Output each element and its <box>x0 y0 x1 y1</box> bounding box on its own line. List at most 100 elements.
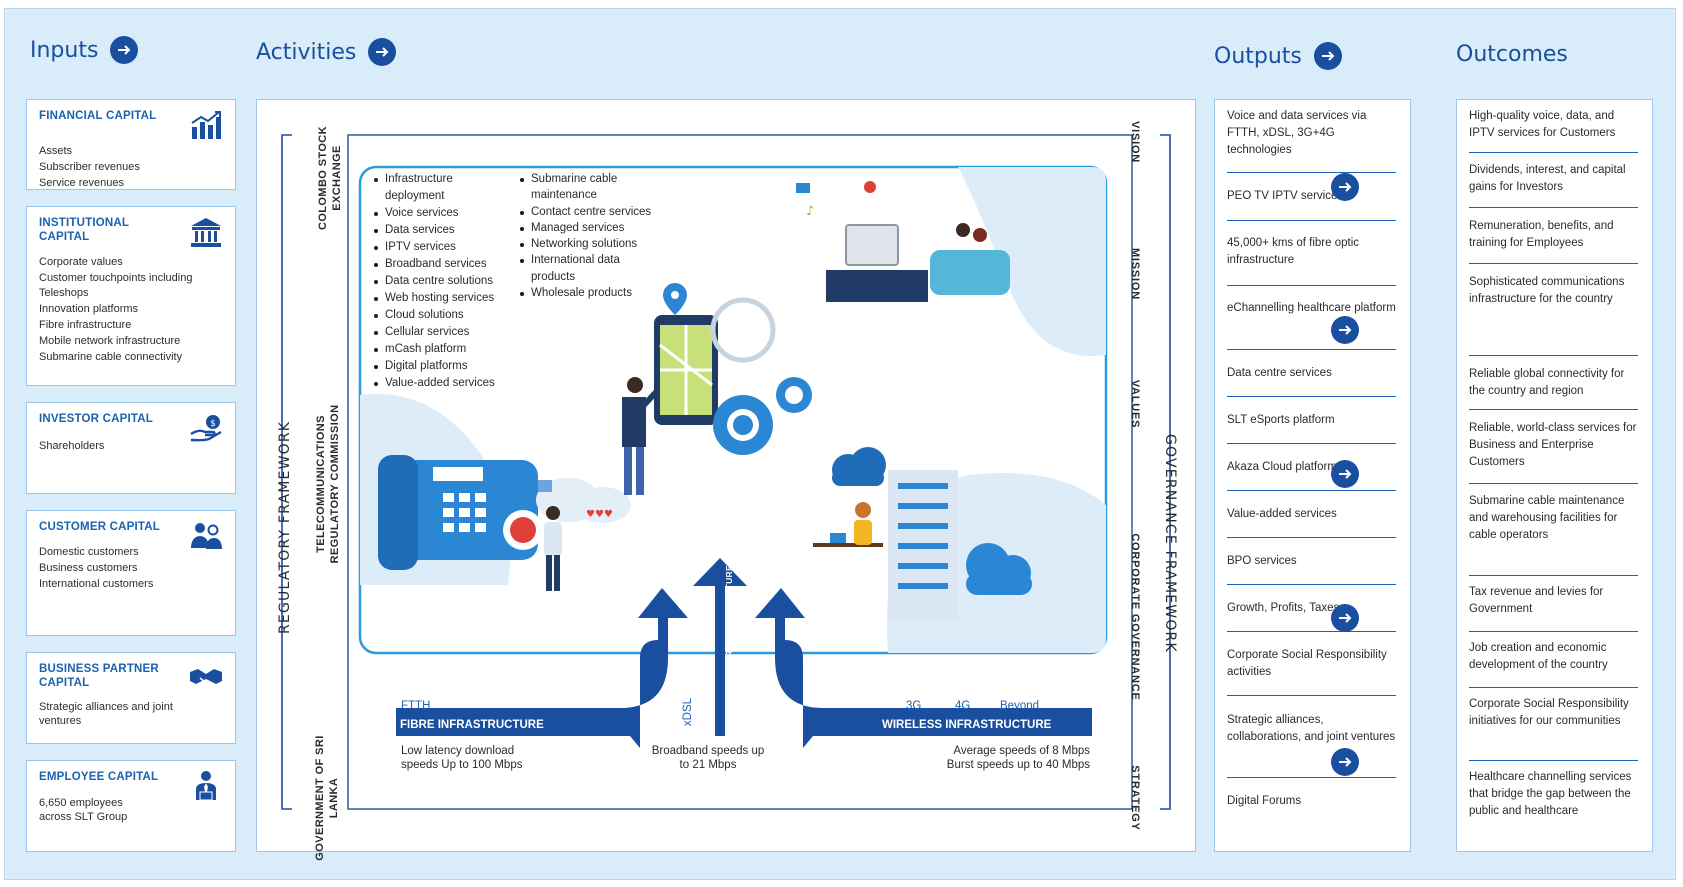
employee-icon <box>189 770 223 802</box>
divider <box>1469 575 1638 576</box>
input-card-institutional: INSTITUTIONAL CAPITAL Corporate values C… <box>26 206 236 386</box>
activities-illustration: ♥♥♥ ♪ <box>358 165 1108 655</box>
service-item: Managed services <box>520 220 660 236</box>
input-item: Submarine cable connectivity <box>39 351 183 363</box>
input-item: Fibre infrastructure <box>39 319 132 331</box>
wireless-3g-tag: 3G <box>906 700 922 712</box>
outcome-item: Corporate Social Responsibility initiati… <box>1469 698 1629 727</box>
arrow-right-icon <box>110 36 139 64</box>
service-item: deployment <box>385 190 445 202</box>
service-item: IPTV services <box>374 239 495 256</box>
outcome-item: High-quality voice, data, and IPTV servi… <box>1469 110 1616 139</box>
outcome-item: Reliable, world-class services for Busin… <box>1469 422 1637 468</box>
divider <box>1227 584 1396 585</box>
wireless-note-1: Average speeds of 8 Mbps <box>953 745 1090 757</box>
divider <box>1227 631 1396 632</box>
output-item: Strategic alliances, collaborations, and… <box>1227 714 1396 743</box>
governance-corporate: CORPORATE GOVERNANCE <box>1129 533 1141 701</box>
divider <box>1469 152 1638 153</box>
svg-text:♥♥♥: ♥♥♥ <box>586 509 613 520</box>
input-card-investor: INVESTOR CAPITAL $ Shareholders <box>26 402 236 494</box>
family-watching-tv-icon <box>826 223 1010 302</box>
wireless-4g-tag: 4G <box>955 700 971 712</box>
input-item: Teleshops <box>39 287 89 299</box>
divider <box>1469 263 1638 264</box>
outcome-item: Remuneration, benefits, and training for… <box>1469 220 1614 249</box>
service-item: Wholesale products <box>520 285 660 301</box>
output-item: Voice and data services via FTTH, xDSL, … <box>1227 110 1367 156</box>
outputs-title: Outputs <box>1214 43 1302 69</box>
outcome-item: Tax revenue and levies for Government <box>1469 586 1604 615</box>
divider <box>1227 777 1396 778</box>
outcome-item: Sophisticated communications infrastruct… <box>1469 276 1625 305</box>
fibre-note: Low latency download speeds Up to 100 Mb… <box>401 745 523 771</box>
man-pointing-icon <box>622 377 661 495</box>
svg-text:$: $ <box>210 419 216 429</box>
input-item: Customer touchpoints including <box>39 272 193 284</box>
divider <box>1227 349 1396 350</box>
services-list-primary: Infrastructure deployment Voice services… <box>374 171 495 392</box>
gear-icon <box>713 377 812 455</box>
divider <box>1469 355 1638 356</box>
xdsl-tag: xDSL <box>682 697 694 727</box>
outcome-item: Submarine cable maintenance and warehous… <box>1469 495 1625 541</box>
outcome-item: Dividends, interest, and capital gains f… <box>1469 164 1626 193</box>
input-card-title: BUSINESS PARTNER CAPITAL <box>39 663 159 689</box>
divider <box>1227 537 1396 538</box>
arrow-right-icon <box>1313 42 1342 70</box>
output-item: BPO services <box>1227 555 1297 567</box>
divider <box>1227 443 1396 444</box>
input-item: Assets <box>39 145 73 157</box>
governance-strategy: STRATEGY <box>1129 765 1141 831</box>
governance-values: VALUES <box>1129 379 1141 429</box>
regulator-cse: COLOMBO STOCK EXCHANGE <box>317 126 343 230</box>
service-item: Data services <box>374 222 495 239</box>
service-item: mCash platform <box>374 341 495 358</box>
institution-building-icon <box>189 216 223 248</box>
copper-note: Broadband speeds up to 21 Mbps <box>651 745 765 771</box>
input-item: Domestic customers <box>39 546 139 558</box>
input-card-title: INVESTOR CAPITAL <box>39 413 153 425</box>
arrow-right-icon <box>1331 316 1359 344</box>
input-card-title: EMPLOYEE CAPITAL <box>39 771 159 783</box>
inputs-title: Inputs <box>30 37 99 63</box>
arrow-right-icon <box>1331 604 1359 632</box>
cloud-icon <box>832 447 1032 595</box>
people-icon <box>189 520 223 552</box>
outputs-heading: Outputs <box>1214 42 1342 70</box>
input-item: Business customers <box>39 562 138 574</box>
output-item: Growth, Profits, Taxes <box>1227 602 1340 614</box>
input-item: Shareholders <box>39 440 105 452</box>
input-item: Innovation platforms <box>39 303 139 315</box>
service-item: Data centre solutions <box>374 273 495 290</box>
output-item: Value-added services <box>1227 508 1337 520</box>
bar-chart-icon <box>189 109 223 141</box>
service-item: Cellular services <box>374 324 495 341</box>
fibre-infrastructure-label: FIBRE INFRASTRUCTURE <box>400 719 544 731</box>
service-item: Digital platforms <box>374 358 495 375</box>
service-item: Cloud solutions <box>374 307 495 324</box>
outcome-item: Reliable global connectivity for the cou… <box>1469 368 1625 397</box>
wireless-beyond-tag: Beyond <box>1000 700 1040 712</box>
inputs-heading: Inputs <box>30 36 139 64</box>
input-card-employee: EMPLOYEE CAPITAL 6,650 employees across … <box>26 760 236 852</box>
person-at-laptop-icon <box>813 502 883 547</box>
service-item: Networking solutions <box>520 236 660 252</box>
divider <box>1227 396 1396 397</box>
outcome-item: Job creation and economic development of… <box>1469 642 1608 671</box>
output-item: Akaza Cloud platform <box>1227 461 1337 473</box>
input-item: International customers <box>39 578 154 590</box>
output-item: Corporate Social Responsibility activiti… <box>1227 649 1387 678</box>
outcomes-title: Outcomes <box>1456 42 1568 67</box>
input-item: Service revenues <box>39 177 124 189</box>
svg-text:♪: ♪ <box>806 204 814 219</box>
divider <box>1227 220 1396 221</box>
arrow-right-icon <box>1331 748 1359 776</box>
divider <box>1227 285 1396 286</box>
hand-money-bag-icon: $ <box>189 412 223 444</box>
service-item: Contact centre services <box>520 204 660 220</box>
input-item: Corporate values <box>39 256 123 268</box>
output-item: PEO TV IPTV services <box>1227 190 1344 202</box>
ftth-tag: FTTH <box>401 700 431 712</box>
governance-framework-label: GOVERNANCE FRAMEWORK <box>1162 434 1178 653</box>
